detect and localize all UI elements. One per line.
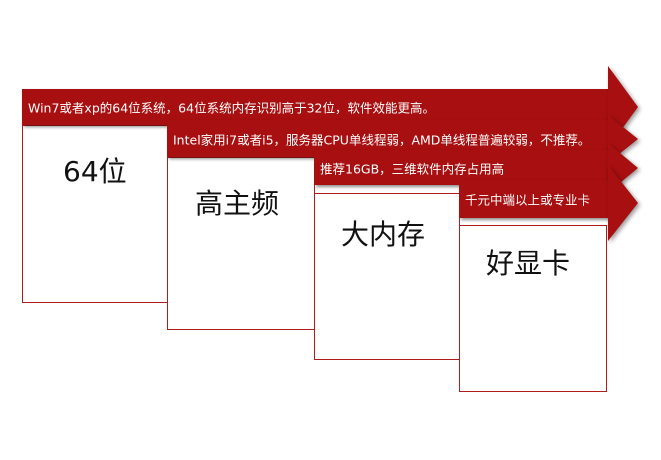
step-card-1: 64位 [22,125,169,303]
step-card-4: 好显卡 [459,225,607,392]
step-banner-3: 推荐16GB，三维软件内存占用高 [314,150,610,185]
banner-arrow-4 [608,165,638,241]
step-banner-1: Win7或者xp的64位系统，64位系统内存识别高于32位，软件效能更高。 [22,89,610,125]
step-card-3: 大内存 [314,193,460,360]
step-title-1: 64位 [63,155,127,188]
step-description-1: Win7或者xp的64位系统，64位系统内存识别高于32位，软件效能更高。 [28,100,435,116]
step-description-2: Intel家用i7或者i5，服务器CPU单线程弱，AMD单线程普遍较弱，不推荐。 [173,132,591,147]
step-description-3: 推荐16GB，三维软件内存占用高 [320,161,505,176]
step-card-2: 高主频 [167,157,315,330]
step-title-2: 高主频 [195,187,280,220]
step-title-3: 大内存 [341,218,426,251]
step-banner-4: 千元中端以上或专业卡 [459,180,610,218]
step-title-4: 好显卡 [486,247,571,280]
step-description-4: 千元中端以上或专业卡 [465,192,591,208]
